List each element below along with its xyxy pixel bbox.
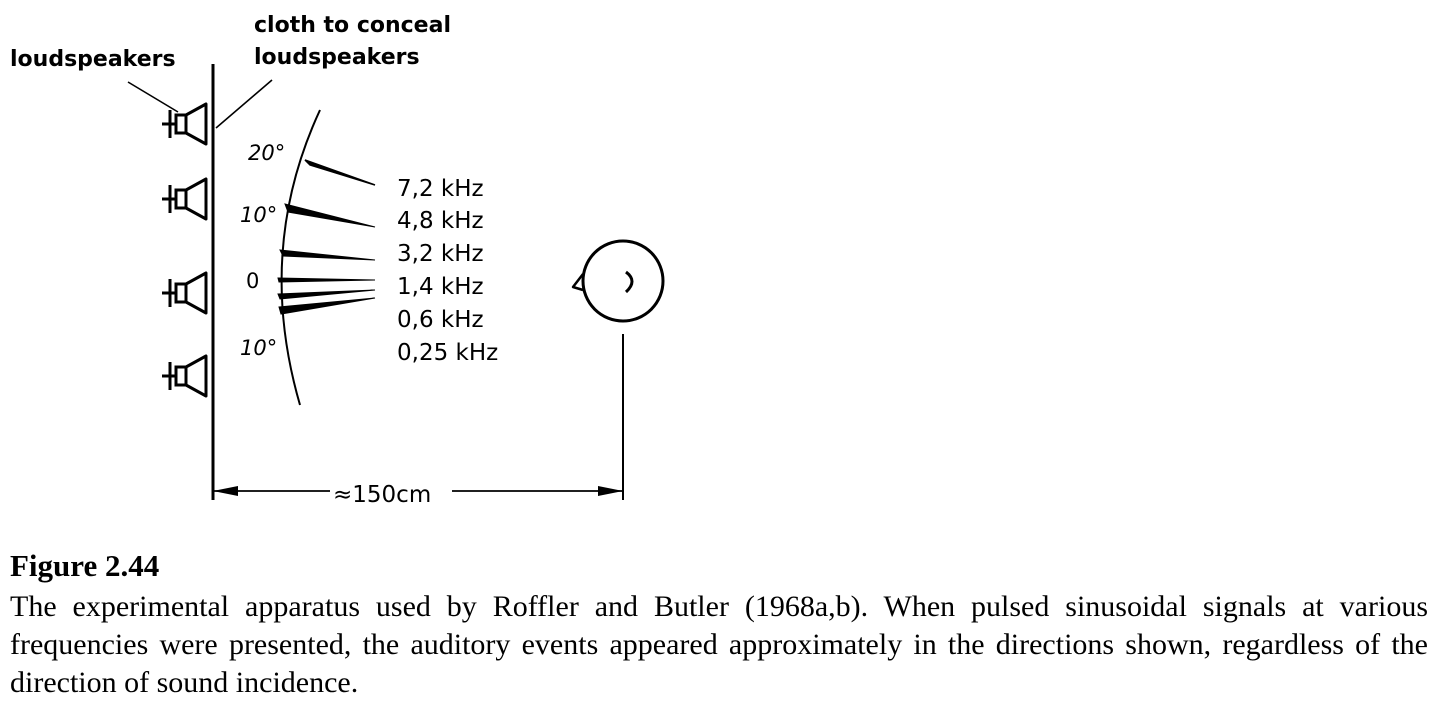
apparatus-diagram: loudspeakers cloth to conceal loudspeake…: [10, 13, 665, 508]
ray-0-6-khz: [277, 289, 376, 300]
loudspeaker-icon: [162, 354, 208, 398]
frequency-label: 7,2 kHz: [397, 176, 484, 202]
angle-label-10-upper: 10°: [240, 203, 277, 227]
figure-caption: Figure 2.44 The experimental apparatus u…: [10, 548, 1428, 702]
loudspeaker-icon: [162, 177, 208, 221]
angle-label-10-lower: 10°: [240, 336, 277, 360]
frequency-label: 0,6 kHz: [397, 307, 484, 333]
distance-label: ≈150cm: [333, 482, 431, 508]
loudspeakers-label: loudspeakers: [10, 47, 176, 72]
loudspeakers-leader: [127, 81, 179, 113]
frequency-label: 4,8 kHz: [397, 208, 484, 234]
cloth-label-line1: cloth to conceal: [254, 13, 451, 38]
ray-0-25-khz: [278, 297, 376, 315]
loudspeaker-icon: [162, 271, 208, 315]
distance-dimension: [213, 486, 623, 496]
ray-1-4-khz: [277, 277, 376, 283]
angle-label-0: 0: [246, 269, 259, 293]
ray-7-2-khz: [304, 159, 376, 186]
angle-label-20: 20°: [248, 141, 285, 165]
ray-3-2-khz: [279, 249, 376, 261]
frequency-label: 1,4 kHz: [397, 274, 484, 300]
listener-head-icon: [571, 239, 665, 323]
ray-4-8-khz: [284, 203, 376, 228]
figure-caption-text: The experimental apparatus used by Roffl…: [10, 590, 1428, 699]
frequency-label: 0,25 kHz: [397, 340, 498, 366]
frequency-label: 3,2 kHz: [397, 241, 484, 267]
cloth-leader: [215, 79, 273, 129]
cloth-label-line2: loudspeakers: [254, 45, 420, 70]
loudspeaker-icon: [162, 102, 208, 146]
figure-title: Figure 2.44: [10, 548, 160, 583]
